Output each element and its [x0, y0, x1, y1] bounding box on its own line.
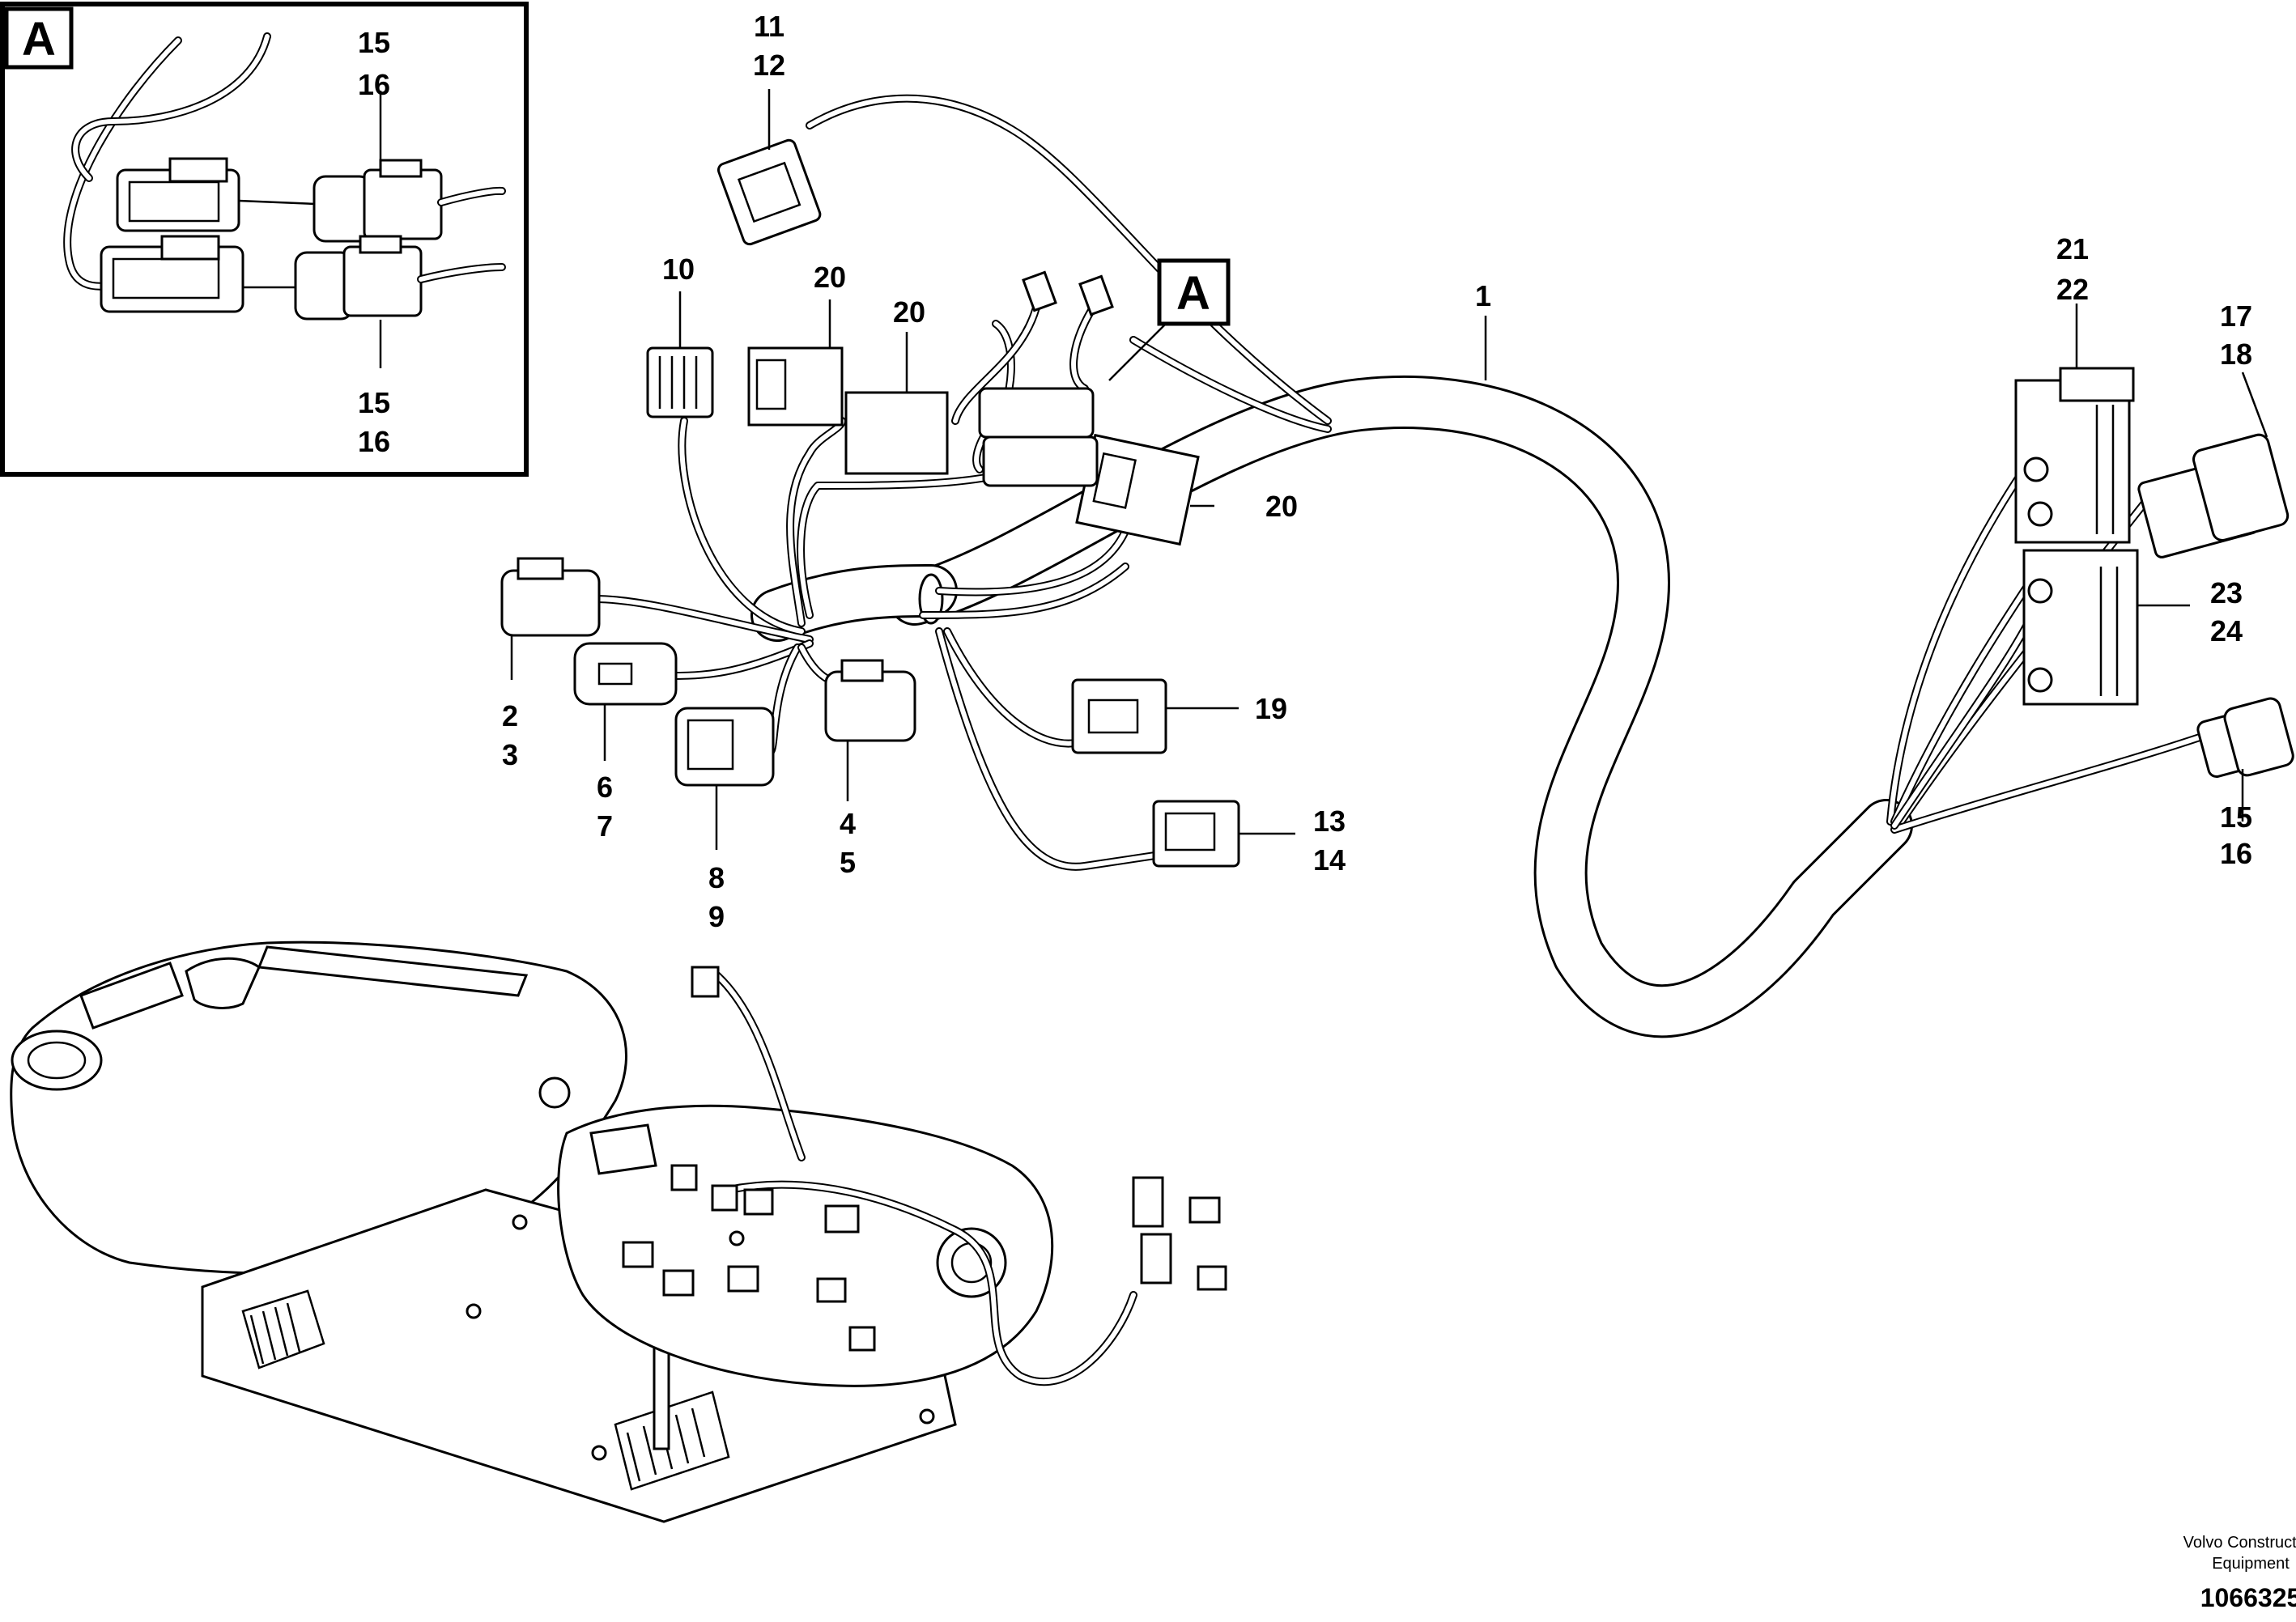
callout-14: 14 — [1313, 843, 1346, 877]
connector-19 — [1071, 678, 1167, 754]
document-number: 1066325 — [2200, 1583, 2296, 1612]
detail-frame — [0, 2, 529, 477]
callout-23: 23 — [2210, 576, 2243, 609]
footer: Volvo Construction Equipment 1066325 — [2183, 1534, 2296, 1612]
callout-12: 12 — [753, 49, 785, 82]
detail-callout-bottom-2: 16 — [358, 425, 390, 458]
detail-callout-top-1: 15 — [358, 26, 390, 59]
block-23-24 — [2022, 549, 2139, 706]
detail-ref-letter: A — [1176, 267, 1210, 320]
detail-connector-lower-left — [100, 235, 244, 313]
connector-4-5 — [824, 659, 916, 742]
seat-assembly-illustration — [10, 941, 1227, 1523]
callout-16: 16 — [2220, 837, 2252, 870]
callout-7: 7 — [597, 809, 613, 843]
callout-10: 10 — [662, 253, 695, 286]
connector-2-3 — [500, 557, 601, 637]
connector-10 — [646, 346, 714, 418]
callout-8: 8 — [708, 861, 725, 894]
detail-letter-box — [4, 6, 74, 70]
detail-connector-upper-left — [116, 157, 240, 232]
callout-4: 4 — [840, 807, 856, 840]
connector-6-7 — [573, 642, 678, 706]
callout-20-a: 20 — [814, 261, 846, 294]
detail-view-a: A — [0, 2, 529, 477]
main-harness: A — [500, 94, 2294, 1038]
callout-numbers: 11 12 10 20 20 20 1 21 22 17 18 23 24 15… — [502, 10, 2252, 933]
detail-a-connectors — [978, 270, 1114, 487]
leader-lines — [510, 89, 2268, 850]
brand-line-2: Equipment — [2212, 1555, 2290, 1573]
relay-20-c — [1075, 433, 1200, 546]
connector-8-9 — [674, 707, 775, 787]
callout-19: 19 — [1255, 692, 1287, 725]
callout-6: 6 — [597, 771, 613, 804]
relay-20-b — [844, 391, 949, 475]
callout-5: 5 — [840, 846, 856, 879]
connector-13-14 — [1152, 800, 1240, 868]
relay-20-a — [747, 346, 844, 427]
block-21-22 — [2014, 367, 2135, 544]
detail-ref-box — [1157, 258, 1231, 326]
callout-11: 11 — [754, 10, 784, 43]
callout-9: 9 — [708, 900, 725, 933]
callout-1: 1 — [1475, 279, 1491, 312]
detail-letter: A — [22, 13, 56, 66]
callout-18: 18 — [2220, 338, 2252, 371]
connector-17-18 — [2137, 433, 2290, 558]
callout-2: 2 — [502, 699, 518, 732]
callout-17: 17 — [2220, 299, 2252, 333]
callout-3: 3 — [502, 738, 518, 771]
detail-connector-lower-right — [294, 235, 423, 321]
connector-11-12 — [716, 138, 822, 246]
detail-callout-top-2: 16 — [358, 68, 390, 101]
callout-21: 21 — [2056, 232, 2089, 265]
detail-callout-bottom-1: 15 — [358, 386, 390, 419]
callout-15: 15 — [2220, 800, 2252, 834]
connector-15-16 — [2196, 697, 2294, 779]
callout-22: 22 — [2056, 273, 2089, 306]
callout-20-c: 20 — [1265, 490, 1298, 523]
brand-line-1: Volvo Construction — [2183, 1534, 2296, 1552]
callout-20-b: 20 — [893, 295, 925, 329]
callout-24: 24 — [2210, 614, 2243, 648]
callout-13: 13 — [1313, 805, 1346, 838]
